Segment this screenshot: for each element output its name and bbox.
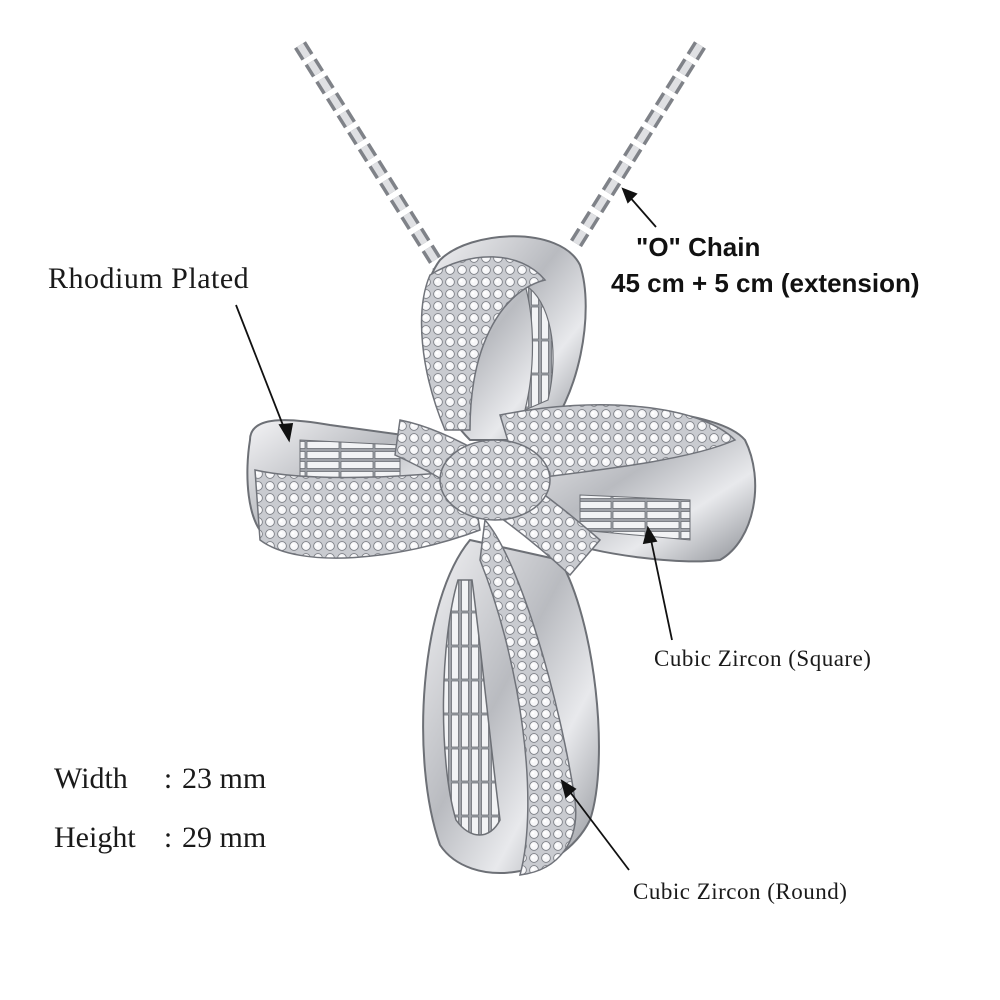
chain (294, 41, 706, 272)
center-knot (394, 419, 602, 577)
square-zircon-label: Cubic Zircon (Square) (654, 646, 872, 671)
cross-vertical-loop (422, 518, 600, 876)
height-separator: : (163, 821, 173, 854)
height-label: Height (54, 821, 136, 854)
rhodium-plated-label: Rhodium Plated (48, 262, 250, 295)
cross-left-loop (246, 419, 481, 559)
square-zircon-arrow (649, 534, 673, 641)
rhodium-arrow (235, 304, 287, 434)
chain-length-label: 45 cm + 5 cm (extension) (611, 268, 920, 298)
chain-arrow (627, 194, 657, 228)
height-dimension: Height:29 mm (54, 821, 266, 855)
annotation-arrows (235, 187, 673, 871)
round-zircon-label: Cubic Zircon (Round) (633, 879, 848, 904)
width-label: Width (54, 762, 128, 795)
chain-type-label: "O" Chain (636, 232, 761, 262)
height-value: 29 mm (182, 821, 267, 854)
width-dimension: Width:23 mm (54, 762, 266, 796)
cross-top-loop (420, 235, 587, 441)
round-zircon-arrow (566, 787, 630, 871)
width-separator: : (163, 762, 173, 795)
width-value: 23 mm (182, 762, 267, 795)
